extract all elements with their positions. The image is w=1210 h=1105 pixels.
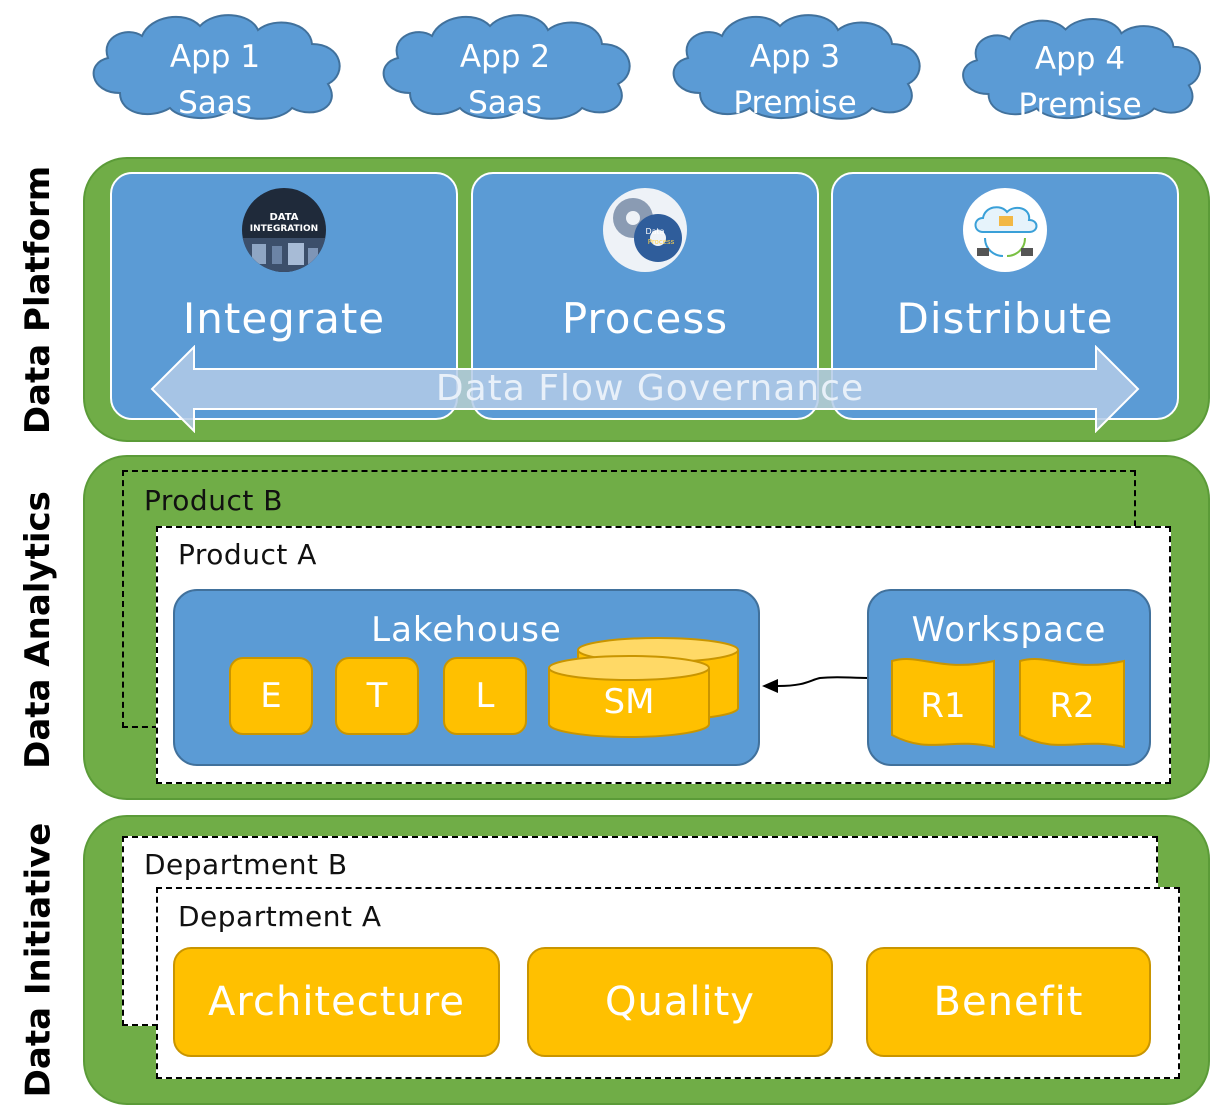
cloud-icon xyxy=(672,14,921,120)
product-b-label: Product B xyxy=(144,484,283,517)
app-type: Saas xyxy=(468,85,542,121)
cloud-label: App 2 Saas xyxy=(370,34,640,126)
cloud-label: App 1 Saas xyxy=(80,34,350,126)
app-name: App 3 xyxy=(749,39,841,75)
extract-tile: E xyxy=(229,657,313,735)
cloud-label: App 4 Premise xyxy=(950,36,1210,128)
cloud-icon xyxy=(962,18,1201,120)
app-name: App 1 xyxy=(169,39,261,75)
department-a-label: Department A xyxy=(178,900,382,933)
lakehouse-label: Lakehouse xyxy=(371,610,562,650)
app-name: App 2 xyxy=(459,39,551,75)
workspace-label: Workspace xyxy=(911,610,1107,650)
transform-tile: T xyxy=(335,657,419,735)
connector-arrow xyxy=(762,676,873,693)
app-type: Saas xyxy=(178,85,252,121)
icon-word-2: Process xyxy=(648,238,675,246)
distribute-label: Distribute xyxy=(896,294,1114,343)
integrate-box: DATA INTEGRATION Integrate xyxy=(110,172,458,420)
process-label: Process xyxy=(561,294,729,343)
cloud-app-3: App 3 Premise xyxy=(660,8,930,123)
cloud-folder-icon xyxy=(963,188,1047,272)
architecture-box: Architecture xyxy=(173,947,500,1057)
app-type: Premise xyxy=(1018,87,1142,123)
icon-word-1: DATA xyxy=(269,212,298,223)
cloud-app-1: App 1 Saas xyxy=(80,8,350,123)
semantic-model-cylinders: SM xyxy=(548,637,739,738)
report-label: R1 xyxy=(920,686,965,726)
side-label-analytics: Data Analytics xyxy=(18,491,58,769)
data-flow-governance-label: Data Flow Governance xyxy=(435,368,865,409)
cloud-icon xyxy=(92,14,341,120)
benefit-box: Benefit xyxy=(866,947,1151,1057)
load-tile: L xyxy=(443,657,527,735)
side-label-initiative: Data Initiative xyxy=(18,822,59,1098)
cloud-app-4: App 4 Premise xyxy=(950,10,1210,125)
app-name: App 4 xyxy=(1034,41,1126,77)
app-type: Premise xyxy=(733,85,857,121)
gears-icon: Data Process xyxy=(603,188,687,272)
double-arrow xyxy=(150,345,1140,433)
cloud-icon xyxy=(382,14,631,120)
semantic-model-label: SM xyxy=(604,682,655,722)
side-label-platform: Data Platform xyxy=(18,165,59,435)
icon-word-1: Data xyxy=(645,227,664,236)
report-r1: R1 xyxy=(891,658,995,749)
quality-box: Quality xyxy=(527,947,833,1057)
cloud-label: App 3 Premise xyxy=(660,34,930,126)
product-a-label: Product A xyxy=(178,538,317,571)
data-integration-icon: DATA INTEGRATION xyxy=(242,188,326,272)
integrate-label: Integrate xyxy=(182,294,386,343)
report-r2: R2 xyxy=(1019,658,1125,749)
report-label: R2 xyxy=(1049,686,1094,726)
department-b-label: Department B xyxy=(144,848,348,881)
icon-word-2: INTEGRATION xyxy=(250,224,318,234)
cloud-app-2: App 2 Saas xyxy=(370,8,640,123)
